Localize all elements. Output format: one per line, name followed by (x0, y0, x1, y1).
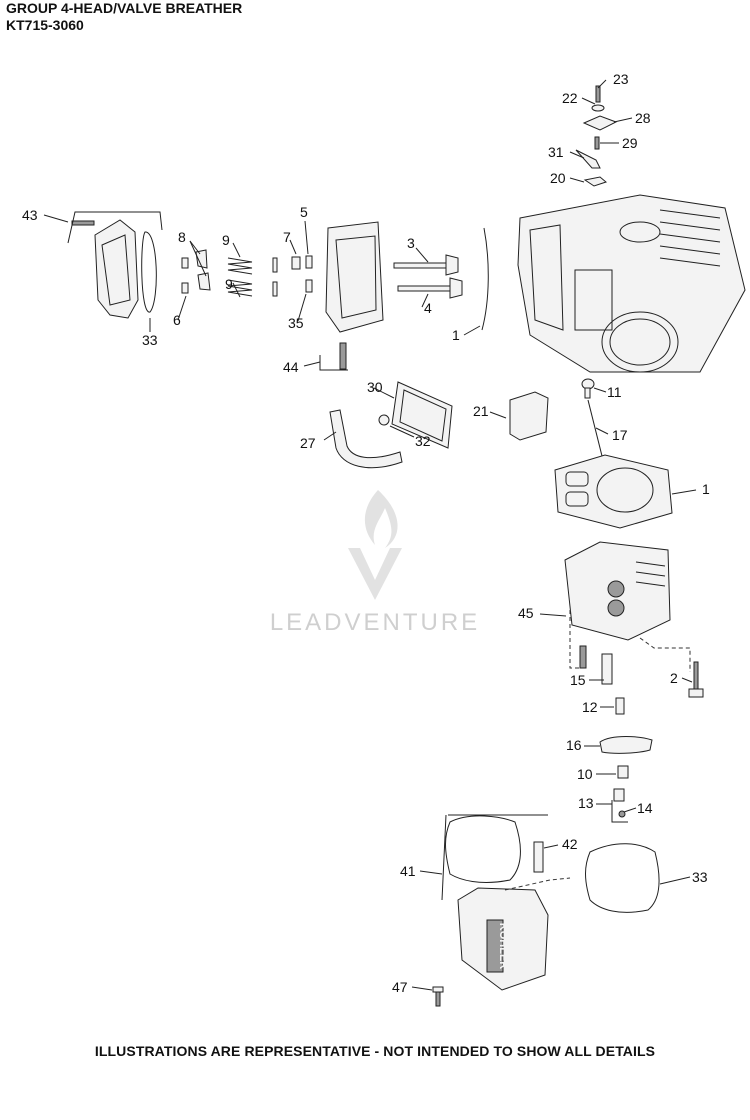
part-15-plate (601, 653, 613, 685)
callout-32: 32 (415, 433, 431, 449)
callout-2: 2 (670, 670, 678, 686)
part-7-5-35-hardware (272, 255, 313, 297)
watermark-text: LEADVENTURE (270, 609, 480, 636)
part-42-breather-tube (533, 841, 544, 873)
part-8-6-retainers (181, 249, 211, 294)
callout-14: 14 (637, 800, 653, 816)
callout-16: 16 (566, 737, 582, 753)
callout-27: 27 (300, 435, 316, 451)
callout-10: 10 (577, 766, 593, 782)
callout-12: 12 (582, 699, 598, 715)
breather-hardware-stack (575, 85, 618, 187)
callout-35: 35 (288, 315, 304, 331)
watermark: LEADVENTURE (270, 490, 480, 636)
part-45-cylinder-head (564, 541, 691, 672)
callout-4: 4 (424, 300, 432, 316)
callout-31: 31 (548, 144, 564, 160)
callout-23: 23 (613, 71, 629, 87)
part-3-4-valves (393, 254, 463, 299)
callout-20: 20 (550, 170, 566, 186)
callout-33b: 33 (692, 869, 708, 885)
callout-21: 21 (473, 403, 489, 419)
callout-1b: 1 (702, 481, 710, 497)
callout-29: 29 (622, 135, 638, 151)
part-9-valve-springs (227, 257, 253, 297)
callout-33a: 33 (142, 332, 158, 348)
callout-9a: 9 (222, 232, 230, 248)
diagram-title: GROUP 4-HEAD/VALVE BREATHER (6, 0, 243, 16)
model-number: KT715-3060 (6, 17, 84, 33)
part-33-gasket-left (141, 231, 157, 313)
callout-8: 8 (178, 229, 186, 245)
callout-30: 30 (367, 379, 383, 395)
callout-labels: 23 22 28 29 31 20 43 5 8 9 7 3 9 4 6 35 … (22, 71, 710, 995)
callout-42: 42 (562, 836, 578, 852)
callout-15: 15 (570, 672, 586, 688)
callout-44: 44 (283, 359, 299, 375)
callout-22: 22 (562, 90, 578, 106)
valve-cover-brand: KOHLER (497, 923, 509, 970)
callout-45: 45 (518, 605, 534, 621)
part-30-27-32-breather (329, 381, 453, 469)
callout-47: 47 (392, 979, 408, 995)
part-1-head-gasket-edge (481, 227, 489, 331)
part-33-gasket-right (585, 843, 660, 913)
part-43-breather-cover (67, 211, 163, 319)
callout-28: 28 (635, 110, 651, 126)
engine-block (517, 194, 746, 373)
part-21-filter (509, 391, 549, 441)
callout-11: 11 (607, 384, 622, 400)
callout-9b: 9 (225, 276, 233, 292)
part-41-valve-cover: KOHLER (441, 814, 571, 991)
callout-43: 43 (22, 207, 38, 223)
callout-6: 6 (173, 312, 181, 328)
callout-17: 17 (612, 427, 628, 443)
callout-3: 3 (407, 235, 415, 251)
disclaimer-note: ILLUSTRATIONS ARE REPRESENTATIVE - NOT I… (94, 1043, 656, 1059)
part-44-cylinder-head-side (319, 221, 384, 371)
callout-41: 41 (400, 863, 416, 879)
callout-13: 13 (578, 795, 594, 811)
part-2-head-bolt (688, 661, 704, 698)
part-1-head-gasket (554, 454, 673, 529)
callout-5: 5 (300, 204, 308, 220)
diagram-header: GROUP 4-HEAD/VALVE BREATHER KT715-3060 (6, 0, 242, 34)
callout-1a: 1 (452, 327, 460, 343)
leader-lines (43, 79, 697, 991)
rocker-hardware (599, 697, 653, 823)
part-11-17-lifter-pushrod (581, 378, 603, 457)
callout-7: 7 (283, 229, 291, 245)
part-47-screw (432, 986, 444, 1007)
